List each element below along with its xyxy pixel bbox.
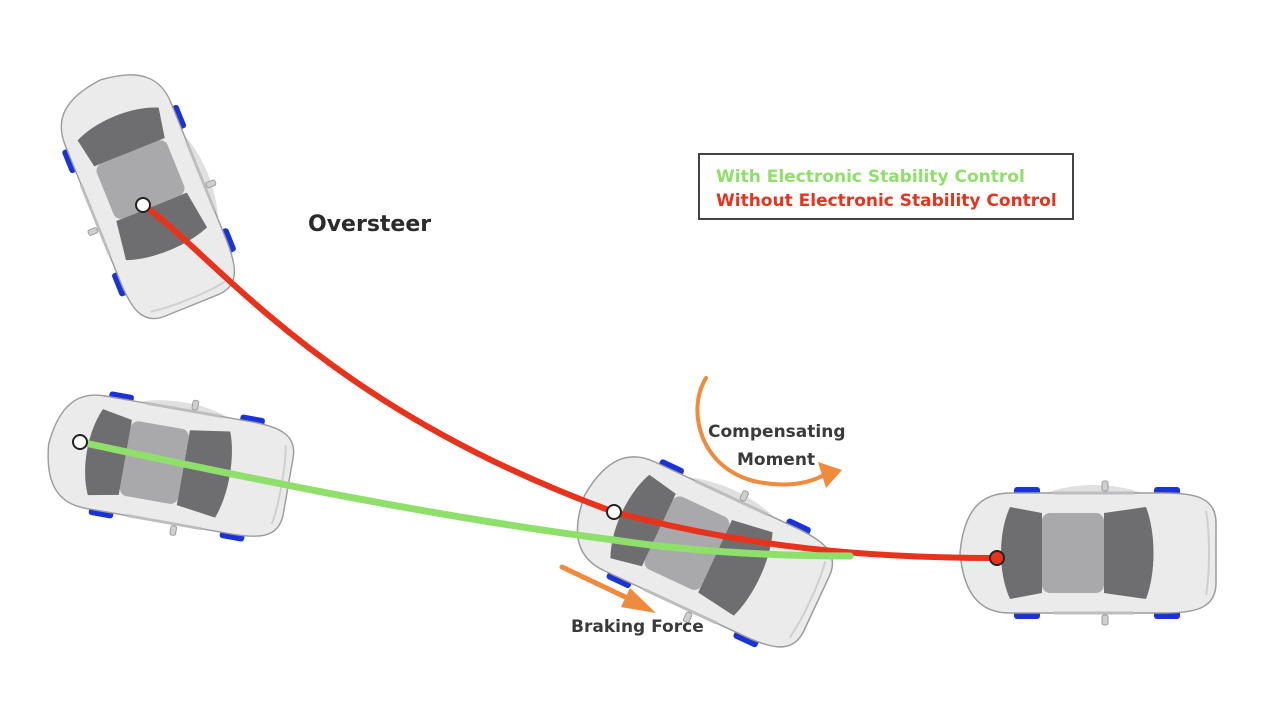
trajectory-with-esc <box>76 438 854 560</box>
marker-oversteer <box>135 197 151 213</box>
trajectory-without-esc <box>140 202 1000 561</box>
marker-start <box>72 434 88 450</box>
legend-without-esc: Without Electronic Stability Control <box>716 191 1057 211</box>
compensating-moment-label-line1: Compensating <box>708 422 846 442</box>
compensating-moment-arrow <box>695 376 828 487</box>
compensating-moment-label-line2: Moment <box>737 450 816 470</box>
marker-middle <box>606 504 622 520</box>
braking-arrow-head <box>621 588 656 613</box>
oversteer-label: Oversteer <box>308 212 432 237</box>
legend: With Electronic Stability Control Withou… <box>698 153 1074 220</box>
compensating-arrow-head <box>818 462 842 488</box>
legend-with-esc: With Electronic Stability Control <box>716 167 1025 187</box>
car-oversteer <box>35 52 257 333</box>
car-start <box>35 375 302 555</box>
braking-force-label: Braking Force <box>571 617 704 637</box>
marker-end <box>989 550 1005 566</box>
braking-force-arrow <box>559 564 641 606</box>
